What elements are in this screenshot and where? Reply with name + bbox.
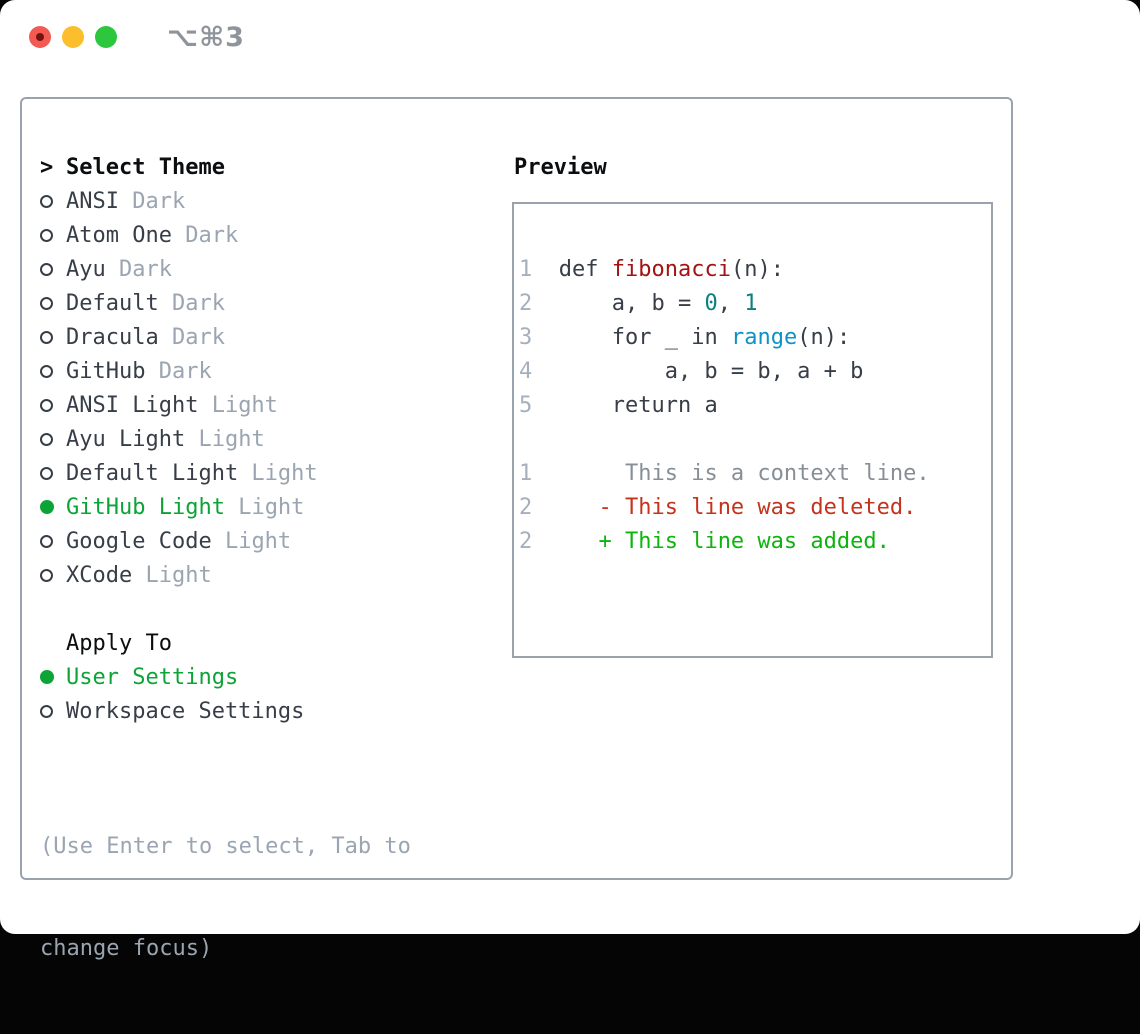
radio-icon — [40, 534, 53, 548]
option-label: Ayu — [66, 256, 106, 282]
radio-icon — [40, 262, 53, 276]
radio-selected-icon — [40, 500, 54, 514]
theme-option-default-light-light[interactable]: Default Light Light — [40, 456, 318, 490]
option-label: ANSI — [66, 188, 119, 214]
code-line: 1 def fibonacci(n): — [519, 257, 784, 282]
theme-option-ayu-dark[interactable]: Ayu Dark — [40, 252, 318, 286]
code-line: 1 This is a context line. — [519, 461, 930, 486]
option-label: Ayu Light — [66, 426, 186, 452]
radio-icon — [40, 330, 53, 344]
option-variant-label: Light — [238, 460, 318, 486]
option-variant-label: Dark — [158, 324, 225, 350]
option-label: Atom One — [66, 222, 172, 248]
code-line: 5 return a — [519, 393, 718, 418]
theme-option-ansi-light-light[interactable]: ANSI Light Light — [40, 388, 318, 422]
option-label: GitHub Light — [66, 494, 225, 520]
option-label: ANSI Light — [66, 392, 199, 418]
preview-code: 1 def fibonacci(n): 2 a, b = 0, 1 3 for _ … — [519, 253, 991, 559]
radio-icon — [40, 194, 53, 208]
option-label: XCode — [66, 562, 133, 588]
option-label: Workspace Settings — [66, 698, 305, 724]
hint-text: (Use Enter to select, Tab to change focu… — [40, 762, 411, 1034]
hint-line-1: (Use Enter to select, Tab to — [40, 834, 411, 859]
apply-option-user-settings[interactable]: User Settings — [40, 660, 304, 694]
window-shortcut-label: ⌥⌘3 — [167, 22, 245, 53]
option-variant-label: Light — [198, 392, 278, 418]
hint-line-2: change focus) — [40, 936, 213, 961]
code-line: 2 - This line was deleted. — [519, 495, 917, 520]
code-line: 2 + This line was added. — [519, 529, 890, 554]
theme-option-google-code-light[interactable]: Google Code Light — [40, 524, 318, 558]
option-variant-label: Dark — [158, 290, 225, 316]
apply-to-header: Apply To — [40, 626, 304, 660]
option-variant-label: Light — [185, 426, 265, 452]
preview-header: Preview — [514, 150, 607, 184]
theme-option-atom-one-dark[interactable]: Atom One Dark — [40, 218, 318, 252]
theme-option-ayu-light-light[interactable]: Ayu Light Light — [40, 422, 318, 456]
radio-icon — [40, 466, 53, 480]
close-button-icon[interactable] — [29, 26, 51, 48]
theme-option-dracula-dark[interactable]: Dracula Dark — [40, 320, 318, 354]
theme-picker-title: Select Theme — [66, 154, 225, 180]
radio-icon — [40, 228, 53, 242]
option-label: GitHub — [66, 358, 146, 384]
theme-option-xcode-light[interactable]: XCode Light — [40, 558, 318, 592]
theme-picker-header: > Select Theme — [40, 150, 318, 184]
radio-icon — [40, 398, 53, 412]
option-variant-label: Light — [224, 494, 305, 520]
theme-option-ansi-dark[interactable]: ANSI Dark — [40, 184, 318, 218]
option-variant-label: Dark — [105, 256, 172, 282]
code-line: 2 a, b = 0, 1 — [519, 291, 758, 316]
preview-title: Preview — [514, 154, 607, 180]
option-label: Default — [66, 290, 159, 316]
option-variant-label: Light — [132, 562, 212, 588]
minimize-button-icon[interactable] — [62, 26, 84, 48]
option-label: Default Light — [66, 460, 239, 486]
titlebar: ⌥⌘3 — [0, 0, 1140, 75]
apply-option-workspace-settings[interactable]: Workspace Settings — [40, 694, 304, 728]
code-line: 4 a, b = b, a + b — [519, 359, 864, 384]
preview-pane: 1 def fibonacci(n): 2 a, b = 0, 1 3 for _ … — [512, 202, 993, 658]
prompt-icon: > — [40, 154, 54, 180]
theme-option-github-dark[interactable]: GitHub Dark — [40, 354, 318, 388]
option-variant-label: Dark — [145, 358, 212, 384]
radio-selected-icon — [40, 670, 54, 684]
option-variant-label: Dark — [171, 222, 239, 248]
theme-option-github-light-light[interactable]: GitHub Light Light — [40, 490, 318, 524]
apply-to-title: Apply To — [66, 630, 172, 656]
radio-icon — [40, 364, 53, 378]
radio-icon — [40, 704, 53, 718]
option-label: Dracula — [66, 324, 159, 350]
radio-icon — [40, 568, 53, 582]
option-variant-label: Light — [211, 528, 292, 554]
code-line: 3 for _ in range(n): — [519, 325, 851, 350]
code-line — [519, 423, 991, 457]
option-label: User Settings — [66, 664, 239, 690]
radio-icon — [40, 432, 53, 446]
option-variant-label: Dark — [118, 188, 186, 214]
theme-option-default-dark[interactable]: Default Dark — [40, 286, 318, 320]
option-label: Google Code — [66, 528, 212, 554]
radio-icon — [40, 296, 53, 310]
zoom-button-icon[interactable] — [95, 26, 117, 48]
